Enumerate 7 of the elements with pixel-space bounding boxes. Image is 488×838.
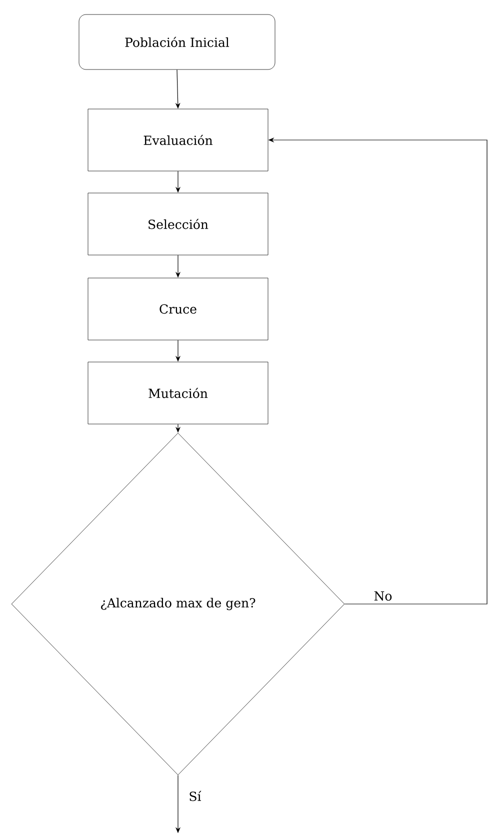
start-box: Población Inicial	[78, 14, 276, 70]
edge-label: No	[372, 590, 394, 602]
process-box: Evaluación	[88, 108, 268, 172]
process-box: Cruce	[88, 278, 268, 340]
process-box: Selección	[88, 192, 268, 256]
process-box: Mutación	[88, 362, 268, 424]
edge-label: Sí	[188, 790, 202, 802]
